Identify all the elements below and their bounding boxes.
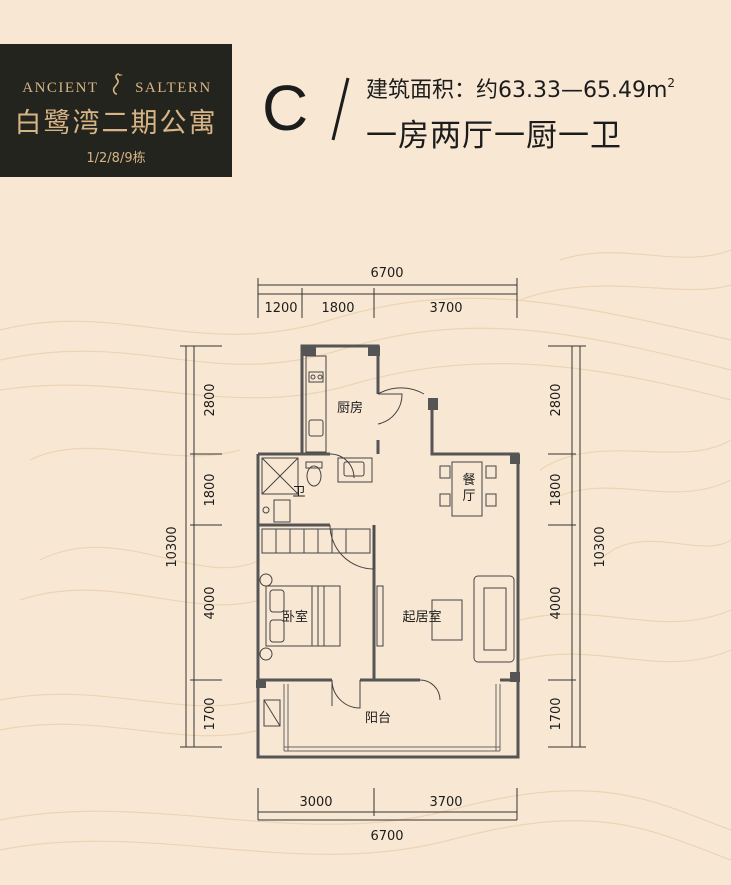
unit-area: 建筑面积：约63.33—65.49m2 — [366, 72, 675, 104]
room-kitchen: 厨房 — [337, 400, 363, 416]
dim-right-total: 10300 — [593, 526, 608, 567]
dim-top-1: 1200 — [264, 301, 297, 316]
living-furniture — [376, 575, 515, 663]
brand-name-en: ANCIENT SALTERN — [12, 72, 222, 97]
dim-left-2: 1800 — [203, 473, 218, 506]
room-bedroom: 卧室 — [282, 609, 308, 625]
area-label: 建筑面积：约63.33—65.49m — [366, 78, 668, 103]
dim-top — [257, 278, 518, 318]
balcony-rail — [283, 684, 501, 752]
brand-panel: ANCIENT SALTERN 白鹭湾二期公寓 1/2/8/9栋 — [0, 44, 232, 177]
floor-plan: 6700 1200 1800 3700 2800 1800 4000 1700 … — [165, 266, 608, 844]
dim-left-1: 2800 — [203, 383, 218, 416]
egret-logo-icon — [112, 73, 123, 95]
dining-set — [439, 461, 497, 517]
kitchen-fixtures — [305, 355, 373, 483]
room-dining-1: 餐 — [462, 472, 475, 488]
dim-top-total: 6700 — [370, 266, 403, 281]
walls — [256, 344, 520, 759]
room-balcony: 阳台 — [365, 711, 391, 726]
dim-left-total: 10300 — [165, 526, 180, 567]
dim-right-1: 2800 — [549, 383, 564, 416]
dim-right-2: 1800 — [549, 473, 564, 506]
dim-right-4: 1700 — [549, 697, 564, 730]
brand-word-right: SALTERN — [135, 80, 212, 96]
doors — [329, 387, 441, 709]
dim-left — [180, 345, 222, 748]
unit-type-letter: C — [262, 72, 309, 144]
dim-bottom-total: 6700 — [370, 829, 403, 844]
dim-bottom-2: 3700 — [429, 795, 462, 810]
project-name: 白鹭湾二期公寓 — [14, 108, 218, 139]
area-superscript: 2 — [667, 76, 676, 90]
title-slash — [331, 77, 350, 141]
dim-top-2: 1800 — [321, 301, 354, 316]
room-dining-2: 厅 — [462, 489, 475, 504]
room-living: 起居室 — [402, 609, 441, 625]
building-numbers: 1/2/8/9栋 — [86, 151, 146, 166]
bed — [259, 573, 341, 661]
unit-layout: 一房两厅一厨一卫 — [366, 118, 622, 154]
dim-bottom — [257, 788, 518, 821]
bath-fixtures — [261, 457, 323, 523]
brand-word-left: ANCIENT — [22, 80, 99, 96]
dim-bottom-1: 3000 — [299, 795, 332, 810]
dim-top-3: 3700 — [429, 301, 462, 316]
dim-right — [548, 345, 586, 748]
dim-left-3: 4000 — [203, 586, 218, 619]
dim-right-3: 4000 — [549, 586, 564, 619]
room-bath: 卫 — [292, 485, 305, 500]
wall-fills — [256, 346, 520, 688]
wardrobe — [261, 528, 371, 554]
washer — [263, 699, 281, 727]
dim-left-4: 1700 — [203, 697, 218, 730]
